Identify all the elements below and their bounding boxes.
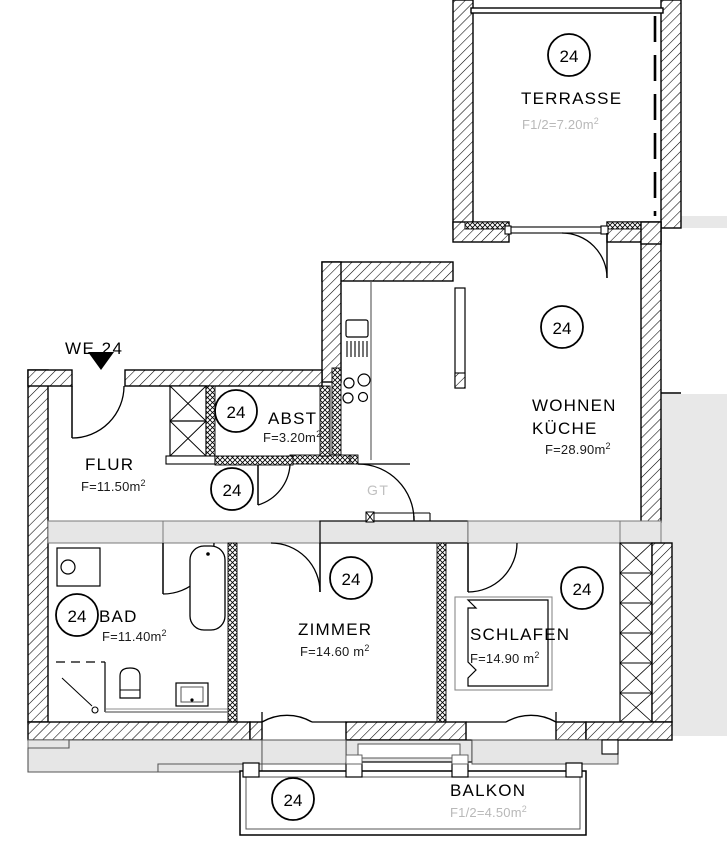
unit-badge-terrasse [547,33,591,77]
gt-label-text: GT [367,482,389,498]
label-schlafen-badge: 24 [560,566,604,610]
terrace-door-swing [561,232,608,279]
wohnen-walls [289,221,681,523]
room-balkon [239,754,587,836]
bed-icon [466,599,549,687]
label-schlafen: SCHLAFEN F=14.90 m2 [470,625,570,666]
label-flur-door-badge: 24 [210,467,254,511]
interior-partition-band [47,511,662,544]
exterior-ledge [27,739,619,773]
unit-badge-bad [55,593,99,637]
room-name-balkon: BALKON [450,781,526,800]
label-flur: FLUR F=11.50m2 [81,455,146,494]
room-schlafen [454,542,673,723]
label-wohnen-kueche: 24 WOHNEN KÜCHE F=28.90m2 [532,305,617,457]
balcony-post [345,762,363,778]
room-area-terrasse: F1/2=7.20m2 [522,116,599,132]
unit-badge-flur [210,467,254,511]
toilet-icon [119,667,141,699]
unit-entry-marker: WE 24 [65,339,122,370]
kitchen-hob-icon [342,373,371,404]
schlafen-door-swing [467,542,518,593]
bathtub-icon [189,545,226,631]
unit-badge-flur-text: 24 [223,481,242,500]
schlafen-wardrobe [619,542,653,723]
unit-badge-wohnen-text: 24 [553,319,572,338]
bottom-exterior-wall [27,721,673,741]
label-terrasse: 24 TERRASSE F1/2=7.20m2 [521,33,622,132]
kitchen-drainer-icon [346,341,368,357]
room-name-flur: FLUR [85,455,134,474]
room-name-kueche: KÜCHE [532,419,598,438]
entry-arrow-icon [88,352,114,370]
balcony-post [451,762,469,778]
unit-badge-abst [214,389,258,433]
flur-closet [165,385,216,465]
abst-door-swing [257,464,291,506]
gt-door: GT [357,463,415,521]
entry-door-swing [71,385,125,439]
room-area-schlafen: F=14.90 m2 [470,650,540,666]
unit-badge-bad-text: 24 [68,607,87,626]
room-name-wohnen: WOHNEN [532,396,617,415]
unit-badge-balkon [271,777,315,821]
zimmer-balcony-door-swing [261,714,313,723]
room-area-zimmer: F=14.60 m2 [300,643,370,659]
kitchen-fixtures [342,281,466,460]
label-balkon: 24 BALKON F1/2=4.50m2 [271,777,527,821]
room-area-balkon: F1/2=4.50m2 [450,804,527,820]
room-flur [27,369,323,723]
room-name-abst: ABST [268,409,317,428]
unit-badge-zimmer [329,556,373,600]
terrace-lower-wall [452,221,662,279]
zimmer-door-swing [270,542,321,593]
unit-badge-terrasse-text: 24 [560,47,579,66]
room-area-abst: F=3.20m2 [263,429,321,445]
label-abst: 24 ABST F=3.20m2 [214,389,321,445]
room-abst-walls [214,385,331,506]
gt-door-swing [357,463,415,521]
label-zimmer: 24 ZIMMER F=14.60 m2 [298,556,373,659]
balcony-post [565,762,583,778]
room-area-flur: F=11.50m2 [81,478,146,494]
unit-badge-abst-text: 24 [227,403,246,422]
balcony-doors [261,712,557,763]
room-terrasse [452,0,682,229]
schlafen-balcony-door-swing [505,714,557,723]
unit-badge-schlafen-text: 24 [573,580,592,599]
room-name-bad: BAD [99,607,138,626]
label-bad: 24 BAD F=11.40m2 [55,593,167,644]
unit-badge-balkon-text: 24 [284,791,303,810]
unit-badge-schlafen [560,566,604,610]
room-area-wohnen: F=28.90m2 [545,441,611,457]
room-name-schlafen: SCHLAFEN [470,625,570,644]
kitchen-sink-icon [345,319,369,338]
balcony-post [242,762,260,778]
room-name-terrasse: TERRASSE [521,89,622,108]
room-name-zimmer: ZIMMER [298,620,372,639]
unit-badge-zimmer-text: 24 [342,570,361,589]
room-bad [56,542,238,723]
unit-badge-wohnen [540,305,584,349]
room-area-bad: F=11.40m2 [102,628,167,644]
